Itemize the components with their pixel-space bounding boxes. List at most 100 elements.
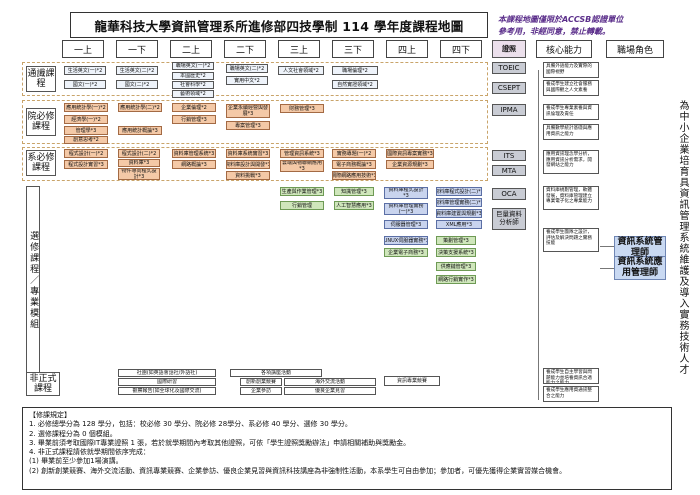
course-box[interactable]: 自然實證領域*2 — [332, 80, 378, 89]
cert-badge: OCA — [492, 188, 526, 200]
course-box[interactable]: 資料挑戰*3 — [226, 171, 270, 180]
course-box[interactable]: 資料庫*3 — [118, 159, 160, 167]
semester-header: 四上 — [386, 40, 428, 58]
course-box[interactable]: 職場英文(一)*2 — [172, 62, 214, 70]
cert-badge: IPMA — [492, 104, 526, 116]
course-box[interactable]: 雲端與物聯網應用*3 — [280, 160, 324, 172]
course-box[interactable]: 實務專題(一)*2 — [332, 149, 376, 158]
connector — [600, 268, 614, 269]
course-box[interactable]: 程式設計(二)*2 — [118, 149, 160, 158]
course-box[interactable]: 知識管理*3 — [334, 187, 374, 196]
cert-badge: TOEIC — [492, 62, 526, 74]
course-box[interactable]: 資料庫管理實務(二)*3 — [436, 198, 482, 207]
rules-line: (1) 畢業前至少參加1場演講。 — [29, 457, 123, 466]
course-box[interactable]: 策劃管理*3 — [436, 236, 476, 245]
course-box[interactable]: 資料庫系統實習*3 — [226, 149, 270, 158]
course-box[interactable]: 企業倫理*2 — [172, 103, 216, 112]
ability-box: 養成學生專業素養與資訊倫理及責任 — [543, 104, 599, 120]
course-box[interactable]: 管理資訊系統*3 — [280, 149, 324, 158]
informal-box: 海外交流活動 — [284, 378, 376, 386]
course-box[interactable]: 資料庫建置與規劃*3 — [436, 209, 482, 218]
cert-badge: 巨量資料分析師 — [492, 208, 526, 230]
course-box[interactable]: 決策支援系統*3 — [436, 248, 476, 257]
course-box[interactable]: 生產與作業管理*3 — [280, 187, 324, 196]
ability-box: 養成學生建立社會服務與國際觀之人文素養 — [543, 80, 599, 96]
course-box[interactable]: 生活英文(二)*2 — [116, 66, 158, 75]
semester-header: 二上 — [170, 40, 212, 58]
course-rules: 【修課規定】 1. 必修總學分為 128 學分，包括：校必修 30 學分、院必修… — [22, 407, 672, 490]
course-box[interactable]: 電子商務概論*3 — [332, 160, 376, 169]
course-box[interactable]: 國際資訊專案實務*3 — [386, 149, 434, 158]
course-box[interactable]: 專案管理*3 — [226, 121, 270, 130]
course-box[interactable]: 人文社會領域*2 — [278, 66, 324, 75]
course-box[interactable]: 實用中文*2 — [226, 76, 268, 85]
course-box[interactable]: 行銷管理 — [280, 201, 324, 210]
course-box[interactable]: 職場英文(二)*2 — [226, 64, 268, 73]
semester-header: 三下 — [332, 40, 374, 58]
course-box[interactable]: 創意思考*2 — [64, 136, 108, 144]
course-box[interactable]: 管理學*3 — [64, 126, 108, 135]
course-box[interactable]: 資料庫程式設計(二)*3 — [436, 187, 482, 196]
course-box[interactable]: 供應鏈管理*3 — [436, 262, 476, 271]
dept-band — [22, 147, 488, 181]
course-box[interactable]: 資料庫管理系統*3 — [172, 149, 216, 158]
rules-line: 4. 非正式課程請依就學期間依序完成： — [29, 448, 150, 457]
course-box[interactable]: 企業資源規劃*3 — [386, 160, 434, 169]
row-label-general: 通識課程 — [26, 66, 56, 92]
course-box[interactable]: 行銷管理*3 — [172, 115, 216, 124]
course-box[interactable]: 國文(一)*2 — [64, 80, 106, 89]
copyright-note: 本課程地圖僅限於ACCSB認證單位 — [498, 15, 624, 24]
course-box[interactable]: 資料庫程式設計*3 — [384, 187, 428, 199]
course-box[interactable]: 網際網路應用技術*3 — [332, 171, 376, 180]
ability-box: 養成學生應用資通訊整合之能力 — [543, 386, 599, 402]
rules-line: 1. 必修總學分為 128 學分，包括：校必修 30 學分、院必修 28學分、系… — [29, 420, 352, 429]
ability-box: 具備外語能力及實際的國際視野 — [543, 62, 599, 78]
course-box[interactable]: 應用統計概論*3 — [118, 126, 162, 135]
course-box[interactable]: 網路概論*3 — [172, 160, 216, 169]
semester-header: 三上 — [278, 40, 320, 58]
school-band — [22, 100, 488, 144]
course-box[interactable]: 應用統計學(一)*2 — [64, 103, 108, 112]
semester-header: 一上 — [62, 40, 104, 58]
informal-box: 資訊專業競賽 — [384, 376, 440, 386]
course-box[interactable]: 企業永續經營與發展*3 — [226, 104, 270, 118]
course-box[interactable]: 藝術領域*2 — [172, 90, 214, 98]
semester-header: 一下 — [116, 40, 158, 58]
informal-box: 各項講座活動 — [230, 369, 322, 377]
course-box[interactable]: 本國歷史*2 — [172, 72, 214, 80]
course-box[interactable]: 國文(二)*2 — [116, 80, 158, 89]
course-box[interactable]: 社會科學*2 — [172, 81, 214, 89]
course-box[interactable]: 資料庫管理實務(一)*3 — [384, 203, 428, 215]
semester-header: 二下 — [224, 40, 266, 58]
cert-badge: CSEPT — [492, 82, 526, 94]
ability-box: 養成學生團隊之設計，評估及解決問題之實務技能 — [543, 228, 599, 252]
rules-heading: 【修課規定】 — [29, 411, 71, 419]
course-box[interactable]: 企業電子商務*3 — [384, 248, 428, 257]
general-band — [22, 62, 488, 96]
row-label-elective: 選修課程／專業模組 — [26, 186, 40, 374]
rules-line: (2) 創新創業競賽、海外交流活動、資訊專業競賽、企業參訪、優良企業見習與資訊科… — [29, 466, 567, 475]
course-box[interactable]: 物件導向程式設計*3 — [118, 168, 160, 180]
course-box[interactable]: 職場倫理*2 — [332, 66, 378, 75]
course-box[interactable]: 生活英文(一)*2 — [64, 66, 106, 75]
course-box[interactable]: XML應用*3 — [436, 220, 482, 229]
informal-box: 企業參訪 — [240, 387, 282, 395]
course-box[interactable]: 經濟學(一)*2 — [64, 115, 108, 124]
connector — [538, 70, 539, 400]
core-ability-header: 核心能力 — [536, 40, 592, 58]
course-box[interactable]: 網路行銷實作*3 — [436, 275, 476, 284]
course-box[interactable]: 程式設計(一)*2 — [64, 149, 108, 158]
informal-box: 觀察報告(如全球化及國際交流) — [118, 387, 216, 395]
informal-box: 社團(如英語會話社/外語社) — [118, 369, 216, 377]
course-box[interactable]: 程式設計實習*3 — [64, 160, 108, 169]
row-label-school: 院必修課程 — [26, 108, 56, 136]
course-box[interactable]: LINUX伺服器實務*3 — [384, 236, 428, 245]
ability-box: 具備數學統計基礎與應用資訊之能力 — [543, 124, 599, 140]
course-box[interactable]: 人工智慧應用*3 — [334, 201, 374, 210]
course-box[interactable]: 伺服器管理*3 — [384, 220, 428, 229]
role-caption: 為中小企業培育具資訊管理系統維護及導入實務技術人才 — [677, 100, 688, 375]
course-box[interactable]: 財務管理*3 — [280, 104, 324, 113]
course-box[interactable]: 應用統計學(二)*2 — [118, 103, 162, 112]
course-box[interactable]: 資料庫設計與開發*3 — [226, 160, 270, 169]
row-label-informal: 非正式課程 — [26, 372, 60, 396]
